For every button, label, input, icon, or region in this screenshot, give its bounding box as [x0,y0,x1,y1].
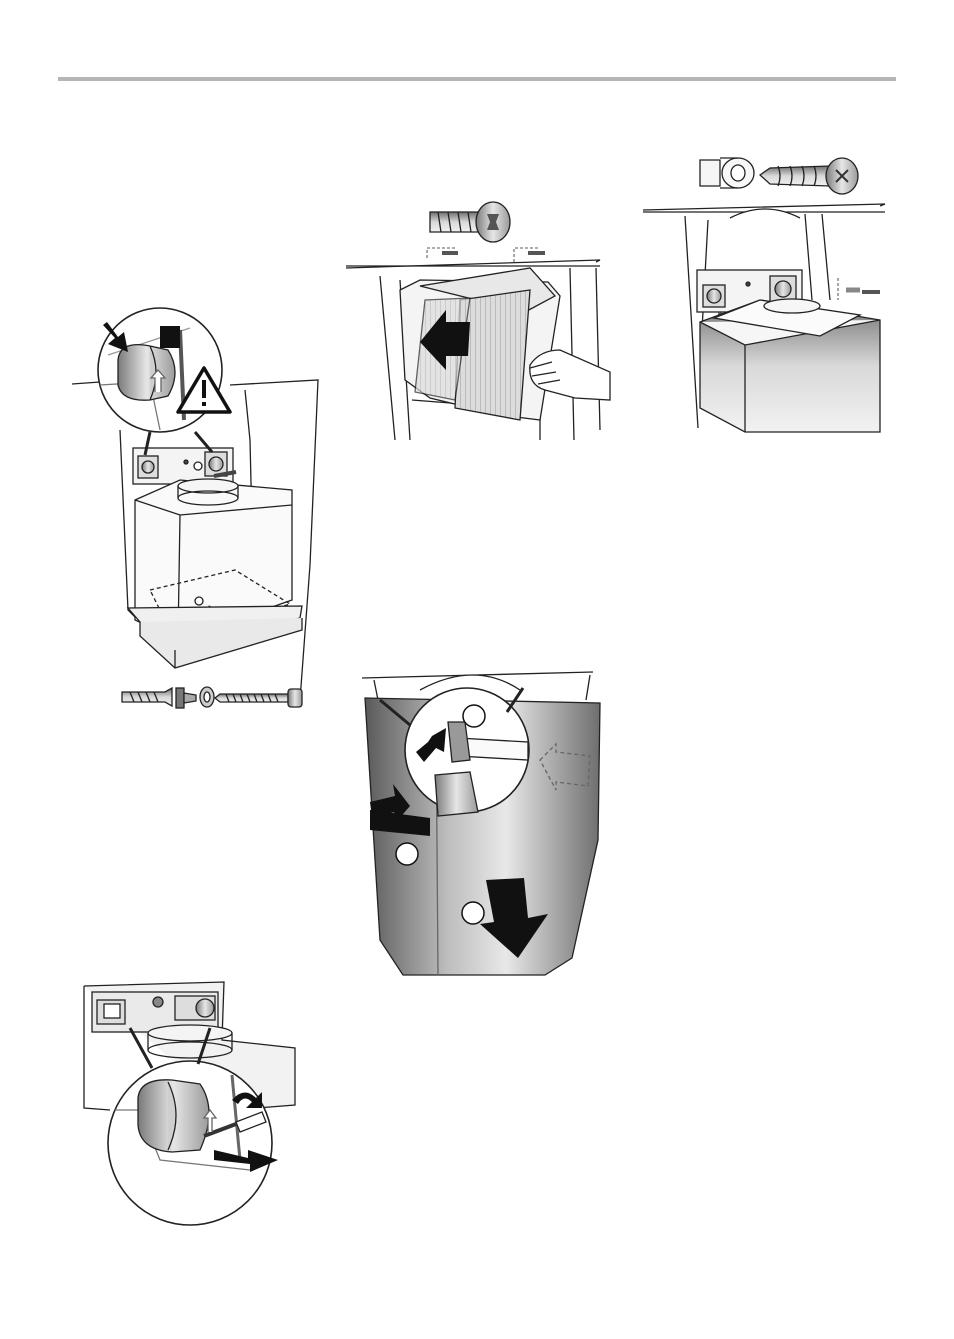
cap-removal-detail [84,982,295,1225]
washer-icon [200,687,214,707]
step-circle-icon [463,705,485,727]
screw-icon [215,689,302,707]
chimney-cover-fitting [362,672,600,975]
torx-screw-icon [430,202,510,242]
hood-chimney-mounting [72,308,318,708]
bolt-icon [138,456,158,478]
bolt-icon [770,276,796,302]
step-circle-icon [462,902,484,924]
cap-icon [138,1080,209,1152]
bolt-icon [703,285,725,307]
wall-plug-icon [122,688,196,708]
cabinet-top-fixing [643,158,885,432]
step-circle-icon [396,843,418,865]
spacer-icon [700,158,754,188]
wood-screw-icon [760,158,858,194]
cap-icon [118,345,175,401]
bolt-icon [97,1000,125,1024]
bolt-icon [175,996,215,1020]
grease-filter-insertion [346,202,610,440]
